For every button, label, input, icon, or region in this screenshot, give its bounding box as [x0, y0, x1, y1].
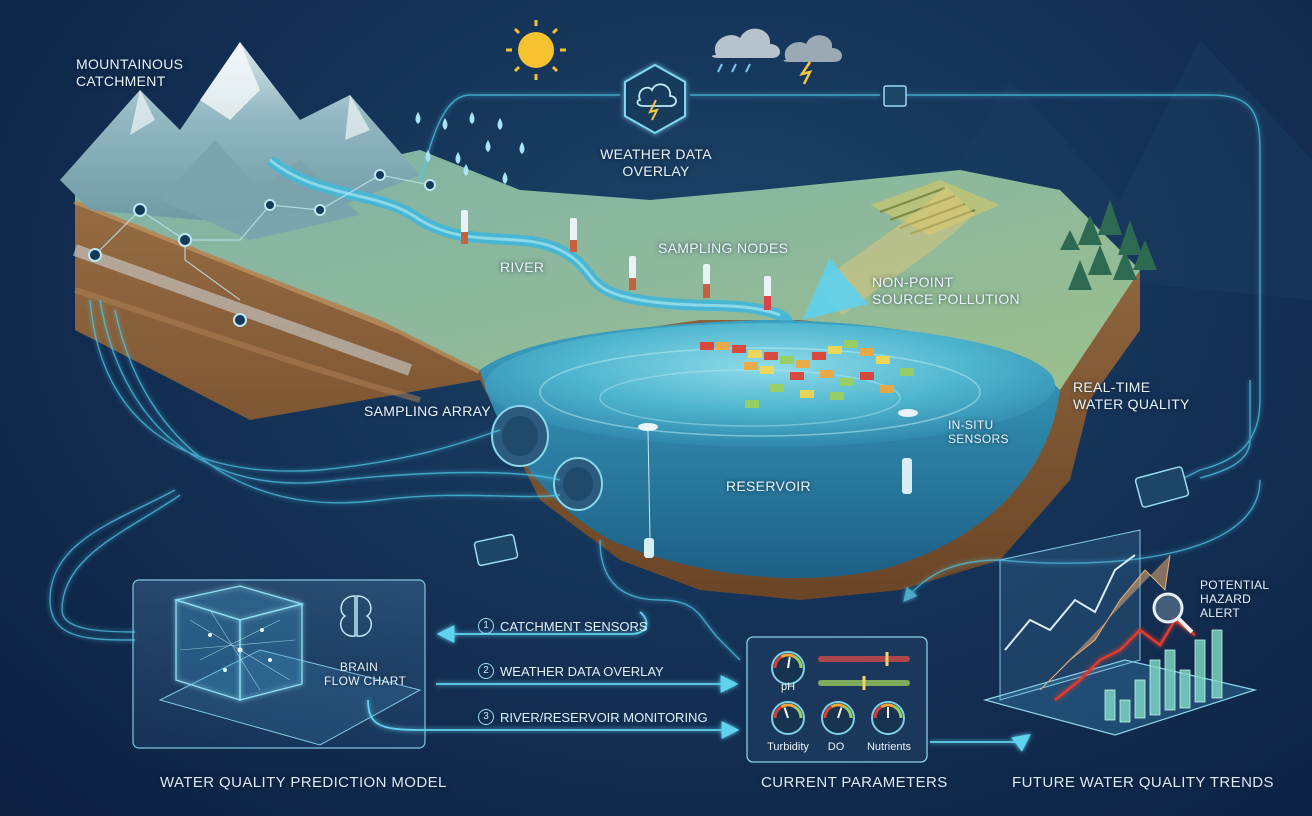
- gauge-arc-segment: [880, 703, 896, 709]
- gauge-arc-segment: [780, 703, 796, 709]
- gauge-arc-segment: [780, 653, 796, 659]
- gauge-needle: [787, 656, 791, 669]
- data-flow-lines: [49, 94, 1261, 661]
- storm-cloud-icon: [783, 35, 843, 85]
- model-panel: [132, 579, 426, 749]
- sampling-array-label: SAMPLING ARRAY: [364, 403, 491, 419]
- gauge-needle: [837, 707, 843, 719]
- sampling-array: [491, 405, 603, 511]
- level-bar-marker: [885, 652, 889, 666]
- forest: [1060, 200, 1157, 290]
- processor-chip: [473, 533, 519, 567]
- sampling-tubes: [461, 210, 771, 310]
- gauge-arc-segment: [793, 705, 803, 719]
- step-number: 3: [478, 709, 494, 725]
- brain-icon: [340, 595, 372, 637]
- step-catchment-sensors: 1 CATCHMENT SENSORS: [478, 618, 648, 634]
- rain-cloud-icon: [711, 28, 781, 73]
- step-river-reservoir-monitoring: 3 RIVER/RESERVOIR MONITORING: [478, 709, 708, 725]
- farm-fields: [870, 180, 1000, 235]
- gauge-label-nutrients: Nutrients: [866, 741, 912, 753]
- step-weather-data-overlay: 2 WEATHER DATA OVERLAY: [478, 663, 664, 679]
- magnifier-alert-icon: [1152, 592, 1194, 634]
- section-title-current: CURRENT PARAMETERS: [761, 774, 948, 791]
- reservoir-label: RESERVOIR: [726, 478, 811, 494]
- gauge-arc-segment: [773, 655, 783, 669]
- level-bar-track: [818, 656, 910, 662]
- gauge-arc-segment: [893, 705, 903, 719]
- step-label: RIVER/RESERVOIR MONITORING: [500, 709, 708, 725]
- processor-chip: [883, 85, 907, 107]
- buoy-sensor: [898, 409, 918, 417]
- gauge-arc-segment: [873, 705, 883, 719]
- gauge-label-turbidity: Turbidity: [767, 741, 809, 753]
- gauge-arc-segment: [793, 655, 803, 669]
- section-title-model: WATER QUALITY PREDICTION MODEL: [160, 774, 447, 791]
- gauge-arc-segment: [773, 705, 783, 719]
- pollution-heatmap: [700, 340, 914, 408]
- probe-sensor: [902, 458, 912, 494]
- level-bar-marker: [862, 676, 866, 690]
- gauge-arc-segment: [830, 703, 846, 709]
- sampling-nodes-label: SAMPLING NODES: [658, 240, 789, 256]
- step-label: CATCHMENT SENSORS: [500, 618, 648, 634]
- gauges-group: [771, 651, 905, 735]
- processor-chip: [1134, 466, 1190, 508]
- trends-panel: [982, 529, 1258, 736]
- neural-cube-icon: [173, 585, 305, 701]
- gauge-arc-segment: [823, 705, 833, 719]
- river-label: RIVER: [500, 259, 545, 275]
- step-number: 1: [478, 618, 494, 634]
- mountain-range: [60, 42, 420, 240]
- gauge-needle: [783, 707, 789, 719]
- gauge-arc-segment: [843, 705, 853, 719]
- sun-icon: [506, 20, 566, 80]
- buoy-sensor: [638, 423, 658, 431]
- step-label: WEATHER DATA OVERLAY: [500, 663, 664, 679]
- gauge-label-do: DO: [827, 741, 845, 753]
- raindrops: [415, 112, 525, 184]
- weather-data-hub: [624, 63, 686, 135]
- gauge-label-ph: pH: [780, 681, 796, 693]
- step-number: 2: [478, 663, 494, 679]
- section-title-future: FUTURE WATER QUALITY TRENDS: [1012, 774, 1274, 791]
- bars-group: [818, 652, 910, 690]
